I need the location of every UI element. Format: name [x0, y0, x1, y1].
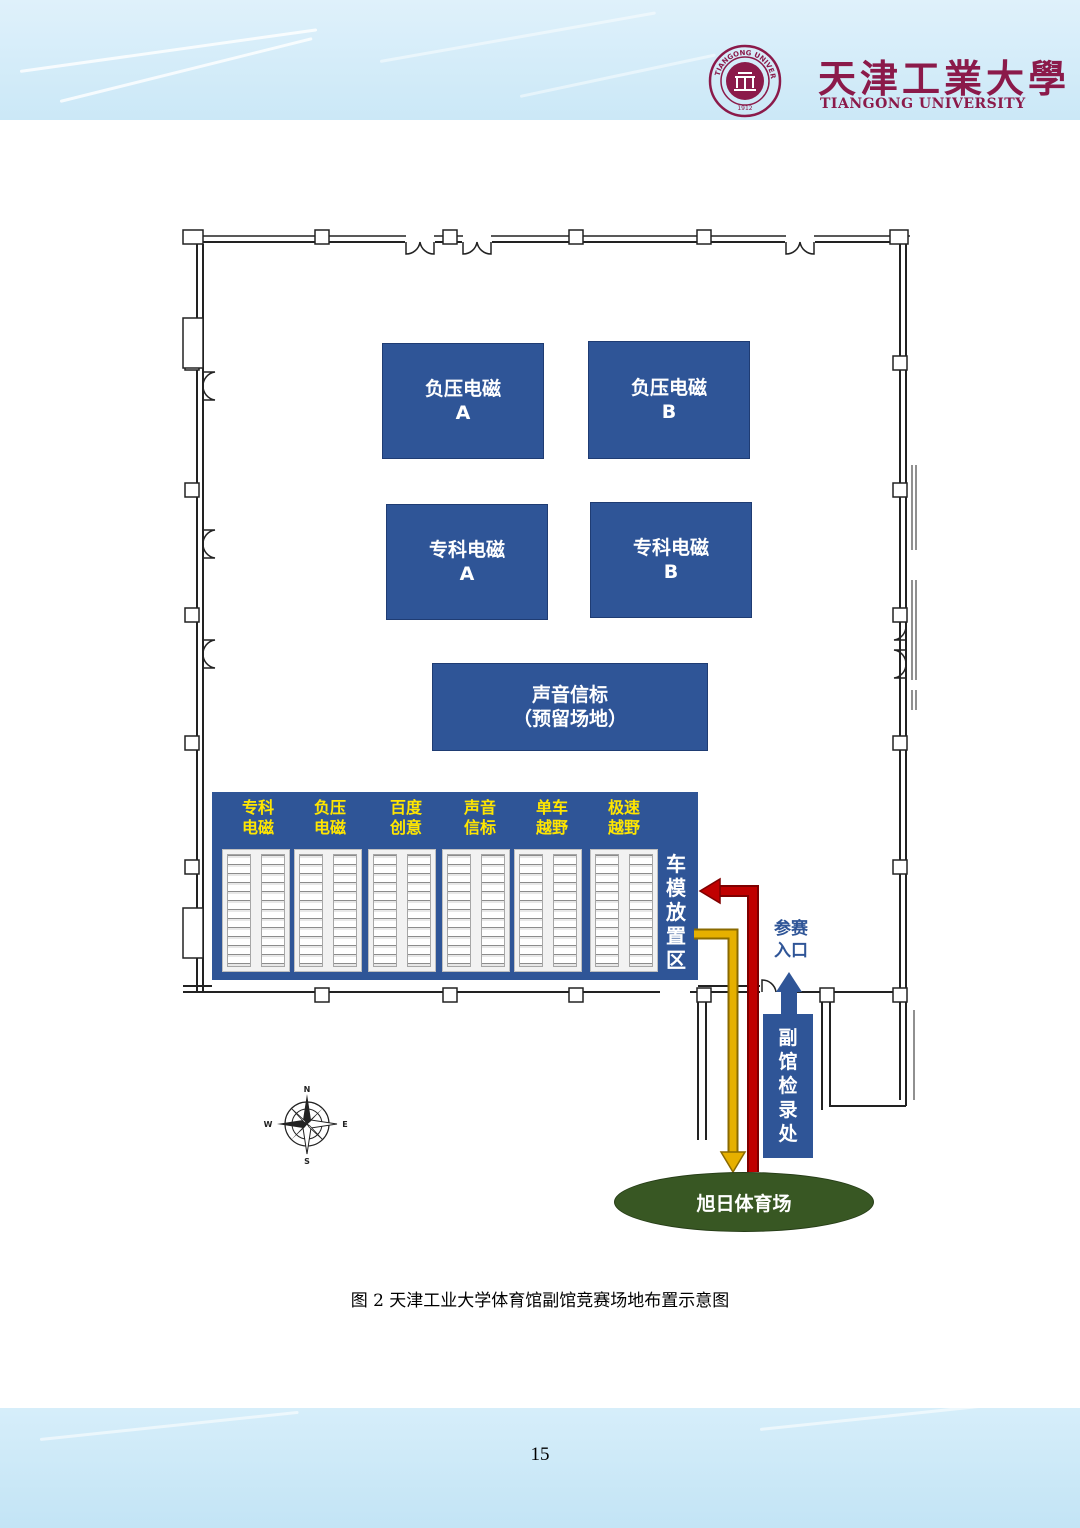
parking-category: 声音信标 [463, 798, 496, 837]
check-in-desk: 副 馆 检 录 处 [763, 1014, 813, 1158]
zone-letter: A [455, 402, 471, 424]
compass-icon [277, 1094, 338, 1155]
xuri-stadium: 旭日体育场 [614, 1172, 874, 1232]
zone-letter: A [459, 563, 475, 585]
university-seal-icon: TIANGONG UNIVERSITY 1912 [708, 44, 782, 118]
zone-negative-pressure-b: 负压电磁 B [588, 341, 750, 459]
competitor-entrance-label: 参赛入口 [774, 919, 808, 961]
parking-category: 负压电磁 [313, 798, 346, 837]
zone-title: 专科电磁 [428, 539, 505, 561]
compass-east: E [342, 1120, 347, 1129]
parking-bay [368, 849, 436, 972]
arrow-out-route [694, 928, 739, 1156]
zone-letter: B [661, 401, 677, 423]
entry-arrow-head [776, 972, 802, 992]
arrow-in-head [698, 877, 721, 905]
university-name-cn: 天津工業大學 [818, 56, 1071, 101]
footer-banner [0, 1408, 1080, 1528]
parking-category: 百度创意 [389, 798, 422, 837]
page-number: 15 [530, 1444, 550, 1465]
seal-year: 1912 [737, 105, 752, 112]
parking-bay [590, 849, 658, 972]
zone-negative-pressure-a: 负压电磁 A [382, 343, 544, 459]
compass-north: N [304, 1085, 311, 1094]
university-name-en: TIANGONG UNIVERSITY [820, 96, 1026, 112]
zone-letter: B [663, 561, 679, 583]
parking-category: 专科电磁 [241, 798, 274, 837]
parking-bay [442, 849, 510, 972]
zone-title: 负压电磁 [630, 377, 707, 399]
parking-bay [514, 849, 582, 972]
zone-sound-beacon: 声音信标 （预留场地） [432, 663, 708, 751]
parking-area-label: 车 模 放 置 区 [666, 852, 686, 972]
parking-bay [222, 849, 290, 972]
zone-vocational-a: 专科电磁 A [386, 504, 548, 620]
compass-south: S [304, 1157, 310, 1166]
zone-title: 声音信标 [531, 684, 608, 706]
entry-arrow-shaft [781, 990, 797, 1016]
zone-note: （预留场地） [512, 708, 627, 730]
car-parking-area: 专科电磁 负压电磁 百度创意 声音信标 单车越野 极速越野 [212, 792, 698, 980]
zone-title: 负压电磁 [424, 378, 501, 400]
parking-category: 单车越野 [535, 798, 568, 837]
zone-vocational-b: 专科电磁 B [590, 502, 752, 618]
zone-title: 专科电磁 [632, 537, 709, 559]
parking-category: 极速越野 [607, 798, 640, 837]
figure-caption: 图 2 天津工业大学体育馆副馆竞赛场地布置示意图 [350, 1291, 730, 1311]
header-banner: TIANGONG UNIVERSITY 1912 天津工業大學 TIANGONG… [0, 0, 1080, 120]
arrow-out-head [719, 1151, 747, 1174]
parking-bay [294, 849, 362, 972]
compass-west: W [264, 1120, 273, 1129]
